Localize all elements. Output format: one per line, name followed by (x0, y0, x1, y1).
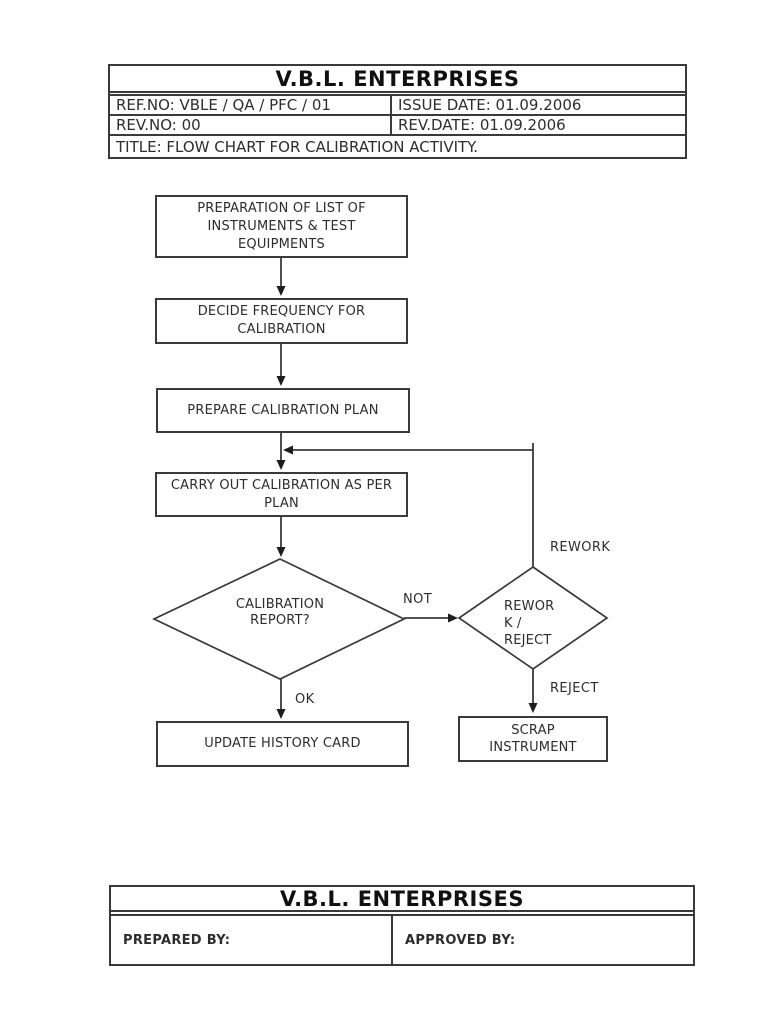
flow-step-line: CARRY OUT CALIBRATION AS PER (170, 477, 393, 493)
decision-line: REWOR (504, 599, 555, 614)
header-row-title: TITLE: FLOW CHART FOR CALIBRATION ACTIVI… (110, 136, 685, 157)
flow-step-line: PLAN (264, 495, 299, 511)
rev-no-cell: REV.NO: 00 (110, 116, 392, 134)
decision-line: REPORT? (250, 613, 310, 628)
flow-step-line: PREPARATION OF LIST OF (197, 200, 366, 216)
ref-no-cell: REF.NO: VBLE / QA / PFC / 01 (110, 96, 392, 114)
flow-step-line: INSTRUMENT (489, 740, 577, 755)
flow-step-line: SCRAP (511, 723, 555, 738)
flow-step-prepare-calibration-plan: PREPARE CALIBRATION PLAN (156, 388, 410, 433)
decision-line: CALIBRATION (235, 597, 325, 612)
header-table: V.B.L. ENTERPRISES REF.NO: VBLE / QA / P… (108, 64, 687, 159)
approved-by-cell: APPROVED BY: (405, 932, 516, 948)
footer-company-name: V.B.L. ENTERPRISES (111, 887, 693, 916)
decision-diamond-rework-reject (457, 565, 609, 671)
decision-line: REJECT (504, 633, 552, 648)
flow-step-line: INSTRUMENTS & TEST (207, 218, 356, 234)
flow-step-line: DECIDE FREQUENCY FOR (197, 304, 366, 319)
edge-label-ok: OK (295, 692, 315, 707)
flow-step-line: CALIBRATION (237, 322, 326, 337)
flow-step-line: PREPARE CALIBRATION PLAN (187, 402, 379, 418)
edge-label-reject: REJECT (550, 681, 599, 696)
decision-rework-reject-text: REWOR K / REJECT (504, 598, 599, 649)
flow-step-line: UPDATE HISTORY CARD (204, 736, 361, 751)
flow-step-decide-frequency: DECIDE FREQUENCY FOR CALIBRATION (155, 298, 408, 344)
prepared-by-cell: PREPARED BY: (111, 916, 393, 964)
flow-step-update-history-card: UPDATE HISTORY CARD (156, 721, 409, 767)
flow-step-preparation-of-list: PREPARATION OF LIST OF INSTRUMENTS & TES… (155, 195, 408, 258)
edge-label-rework: REWORK (550, 540, 611, 555)
flow-step-scrap-instrument: SCRAP INSTRUMENT (458, 716, 608, 762)
decision-calibration-report-text: CALIBRATION REPORT? (180, 597, 380, 629)
decision-line: K / (504, 616, 522, 631)
company-name: V.B.L. ENTERPRISES (110, 66, 685, 96)
document-title-cell: TITLE: FLOW CHART FOR CALIBRATION ACTIVI… (116, 137, 479, 156)
footer-signature-row: PREPARED BY: APPROVED BY: (111, 916, 693, 964)
flow-step-carry-out-calibration: CARRY OUT CALIBRATION AS PER PLAN (155, 472, 408, 517)
decision-diamond-calibration-report (152, 558, 406, 680)
header-row-ref: REF.NO: VBLE / QA / PFC / 01 ISSUE DATE:… (110, 96, 685, 116)
edge-label-not: NOT (403, 592, 433, 607)
flow-step-line: EQUIPMENTS (238, 236, 325, 252)
rev-date-cell: REV.DATE: 01.09.2006 (398, 116, 566, 134)
header-row-rev: REV.NO: 00 REV.DATE: 01.09.2006 (110, 116, 685, 136)
issue-date-cell: ISSUE DATE: 01.09.2006 (398, 96, 582, 114)
footer-table: V.B.L. ENTERPRISES PREPARED BY: APPROVED… (109, 885, 695, 966)
